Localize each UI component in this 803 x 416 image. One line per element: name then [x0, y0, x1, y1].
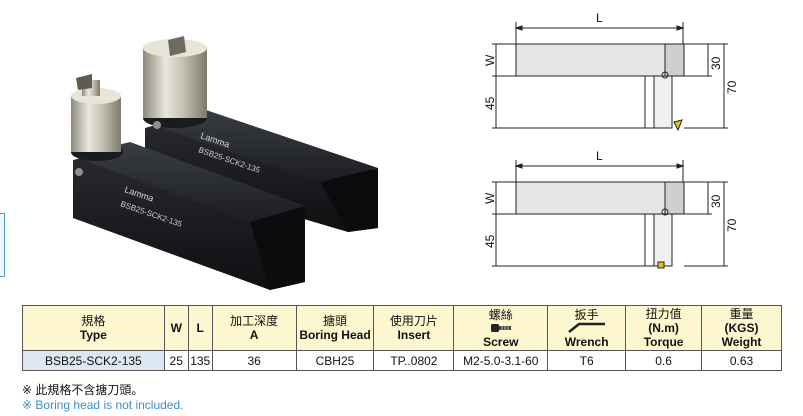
- screw-icon: [490, 323, 511, 332]
- dim-W-bottom: W: [483, 192, 497, 204]
- cell-boring-head: CBH25: [295, 350, 375, 371]
- table-row: BSB25-SCK2-135 25 135 36 CBH25 TP..0802 …: [22, 350, 782, 371]
- header-screw: 螺絲 Screw: [453, 305, 549, 351]
- side-tab: [0, 213, 5, 277]
- dim-70-bottom: 70: [725, 218, 739, 232]
- note-en: ※ Boring head is not included.: [22, 398, 184, 412]
- cell-torque: 0.6: [625, 350, 703, 371]
- dim-W-top: W: [483, 54, 497, 66]
- technical-drawing: L W 45 30 70 L W 45 30 70: [483, 11, 739, 269]
- dim-45-top: 45: [483, 96, 497, 110]
- product-photo: Lamma BSB25-SCK2-135 Lamma BSB25-SCK2-13…: [71, 36, 378, 290]
- cell-weight: 0.63: [701, 350, 782, 371]
- wrench-icon: [567, 322, 605, 333]
- cell-insert: TP..0802: [373, 350, 455, 371]
- header-wrench: 扳手 Wrench: [547, 305, 627, 351]
- note-zh: ※ 此規格不含搪刀頭。: [22, 383, 144, 397]
- dim-30-top: 30: [709, 56, 723, 70]
- cell-l: 135: [187, 350, 213, 371]
- header-l: L: [187, 305, 213, 351]
- cell-depth: 36: [211, 350, 297, 371]
- header-weight: 重量(KGS)Weight: [701, 305, 782, 351]
- cell-screw: M2-5.0-3.1-60: [453, 350, 549, 371]
- dim-L-bottom: L: [596, 149, 603, 163]
- dim-45-bottom: 45: [483, 234, 497, 248]
- cell-type: BSB25-SCK2-135: [22, 350, 165, 371]
- header-torque: 扭力值(N.m)Torque: [625, 305, 703, 351]
- cell-wrench: T6: [547, 350, 627, 371]
- header-w: W: [163, 305, 189, 351]
- dim-70-top: 70: [725, 80, 739, 94]
- dim-L-top: L: [596, 11, 603, 25]
- dim-30-bottom: 30: [709, 194, 723, 208]
- cell-w: 25: [163, 350, 189, 371]
